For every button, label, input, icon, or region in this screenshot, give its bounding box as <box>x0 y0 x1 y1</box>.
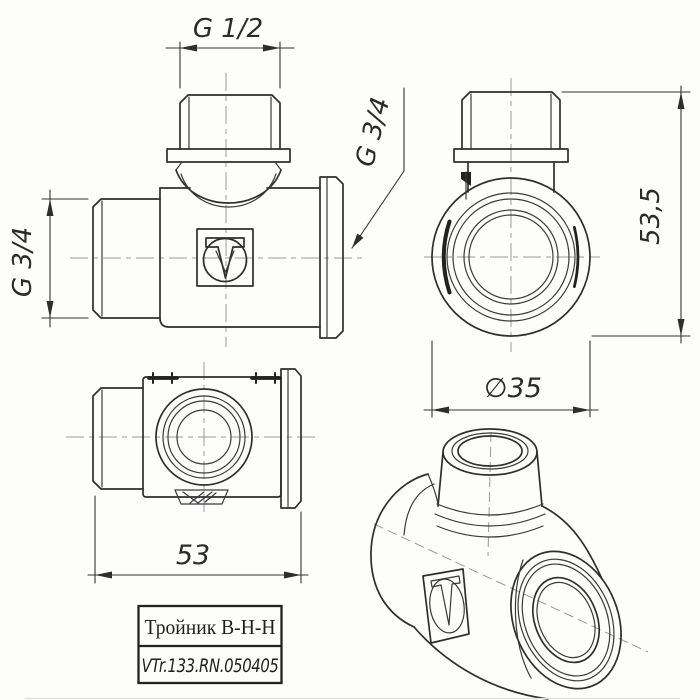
l53-arrow-right <box>284 571 301 579</box>
side-ring-circle-2 <box>452 198 570 316</box>
d35-arrow-right <box>573 406 590 414</box>
side-bore-circle-2 <box>468 214 554 300</box>
top-logo-plate <box>174 489 229 505</box>
product-article: VTr.133.RN.050405 <box>142 655 279 677</box>
front-collar-step-left <box>175 161 183 171</box>
iso-branch-bore-ellipse <box>457 435 523 467</box>
top-logo-plate-hatch <box>182 491 217 504</box>
side-ring-circle-1 <box>446 192 576 322</box>
iso-branch-side-left <box>437 451 444 507</box>
top-branch-circle-3 <box>167 400 241 474</box>
g12-arrow-right <box>263 44 280 52</box>
iso-flange-ring-2 <box>521 563 611 677</box>
iso-flange <box>510 550 622 690</box>
logo-square <box>196 228 254 287</box>
g34l-label: G 3/4 <box>8 227 38 297</box>
dimension-length-53: 53 <box>87 495 309 584</box>
iso-body-top-silhouette <box>541 505 603 580</box>
isometric-view <box>370 428 649 700</box>
title-block-frame <box>137 604 283 685</box>
top-branch-bore <box>176 409 232 465</box>
top-runout-ticks-left <box>152 372 173 384</box>
g34l-arrow-bottom <box>46 301 54 318</box>
side-view <box>424 78 600 352</box>
iso-body-left-silhouette <box>370 473 429 628</box>
g34r-leader-arrow <box>352 233 364 248</box>
g12-label: G 1/2 <box>193 14 263 44</box>
top-view <box>66 362 318 517</box>
side-thread-mark-left <box>441 219 452 295</box>
front-branch-thread-outline <box>179 94 281 150</box>
front-left-thread-outline <box>92 198 161 319</box>
top-flange-outline <box>280 368 302 509</box>
iso-logo-circle <box>429 578 465 634</box>
valtec-logo <box>196 228 254 287</box>
iso-flange-bore-inner <box>536 581 596 659</box>
dimension-g12: G 1/2 <box>165 14 295 89</box>
iso-flange-bore <box>532 576 600 664</box>
iso-flange-back-rim <box>514 559 532 679</box>
logo-vt-inner-line <box>215 250 235 273</box>
front-view <box>70 73 363 347</box>
iso-branch-ring-3 <box>436 525 544 538</box>
product-name: Тройник В-Н-Н <box>145 615 276 639</box>
top-branch-circle-outer <box>155 388 253 486</box>
iso-dome-to-branch <box>427 473 439 506</box>
top-branch-circle-2 <box>162 395 246 479</box>
iso-logo-vt-mark <box>430 575 461 626</box>
title-block: Тройник В-Н-Н VTr.133.RN.050405 <box>137 604 283 685</box>
front-branch-collar <box>166 148 291 163</box>
side-thread-mark-right <box>573 226 580 288</box>
h535-label: 53,5 <box>636 187 666 245</box>
iso-left-end-rim <box>403 483 435 536</box>
h535-arrow-top <box>677 92 685 109</box>
front-saddle-curve-outer <box>175 169 282 204</box>
l53-arrow-left <box>95 571 112 579</box>
top-runout-ticks-right <box>255 372 276 384</box>
side-flange-circle <box>431 177 591 337</box>
iso-flange-ring-1 <box>517 558 615 682</box>
side-bore-circle-1 <box>463 209 559 305</box>
top-left-thread-outline <box>92 387 144 490</box>
front-flange-outline <box>319 176 344 339</box>
g34r-label: G 3/4 <box>350 94 396 169</box>
g12-arrow-left <box>180 44 197 52</box>
d35-arrow-left <box>432 406 449 414</box>
dimension-diameter-35: ∅35 <box>423 340 599 418</box>
iso-body-bottom-silhouette <box>413 626 549 700</box>
iso-branch-ring-2 <box>434 513 546 527</box>
side-branch-thread-outline <box>461 91 561 150</box>
iso-logo-plate <box>422 568 470 644</box>
iso-branch-ring-1 <box>436 503 544 516</box>
side-branch-collar <box>453 148 569 163</box>
iso-branch-rim-ellipse <box>451 432 529 470</box>
dimension-g34-left: G 3/4 <box>8 189 89 328</box>
dimension-g34-right-leader: G 3/4 <box>350 87 405 249</box>
front-collar-step-right <box>274 161 282 171</box>
dimension-height-53-5: 53,5 <box>561 85 691 344</box>
h535-arrow-bottom <box>677 319 685 336</box>
iso-branch-centerline <box>487 431 492 557</box>
iso-body-centerline <box>373 523 649 653</box>
iso-flange-outer-ellipse <box>510 550 622 690</box>
d35-label: ∅35 <box>484 373 542 404</box>
g34r-leader-line <box>351 87 405 249</box>
l53-label: 53 <box>176 540 210 571</box>
g34l-arrow-top <box>46 199 54 216</box>
front-saddle-curve-inner <box>180 173 277 208</box>
iso-branch-side-right <box>536 451 543 507</box>
